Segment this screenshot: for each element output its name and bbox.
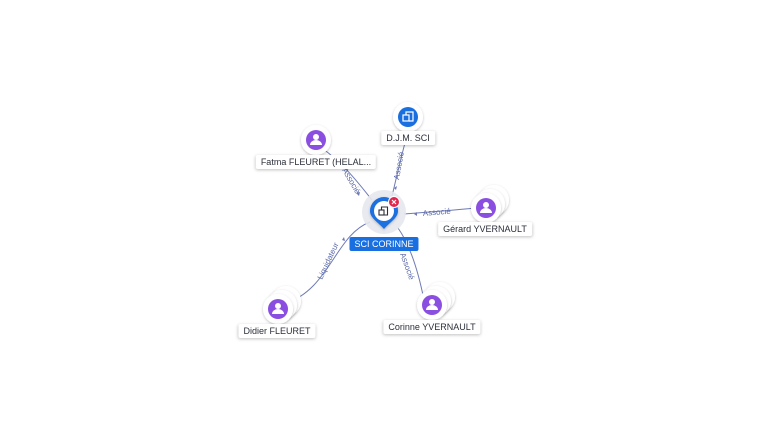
edge-corinne[interactable]: [397, 227, 425, 301]
edge-fatma[interactable]: [321, 147, 373, 201]
close-icon[interactable]: [388, 196, 400, 208]
node-label-gerard: Gérard YVERNAULT: [438, 222, 532, 236]
node-label-dj: D.J.M. SCI: [381, 131, 435, 145]
center-label: SCI CORINNE: [349, 237, 419, 251]
building-icon: [378, 206, 389, 216]
person-icon: [426, 299, 438, 310]
edge-label-fatma: Associé: [340, 167, 362, 196]
edge-label-gerard: Associé: [422, 207, 451, 218]
edge-gerard[interactable]: [403, 207, 477, 215]
node-label-fatma: Fatma FLEURET (HELAL...: [255, 155, 377, 169]
person-icon: [272, 303, 284, 314]
node-gerard[interactable]: [471, 185, 509, 223]
node-label-didier: Didier FLEURET: [238, 324, 316, 338]
node-corinne[interactable]: [417, 282, 455, 320]
center-node[interactable]: [362, 190, 406, 234]
node-label-corinne: Corinne YVERNAULT: [383, 320, 481, 334]
edge-label-didier: Liquidateur: [316, 241, 341, 281]
edge-label-corinne: Associé: [398, 252, 416, 282]
node-dj[interactable]: [393, 102, 423, 132]
building-icon: [402, 111, 414, 122]
node-didier[interactable]: [263, 286, 301, 324]
node-fatma[interactable]: [301, 125, 331, 155]
person-icon: [310, 134, 322, 145]
edge-label-dj: Associé: [392, 151, 406, 181]
person-icon: [480, 202, 492, 213]
